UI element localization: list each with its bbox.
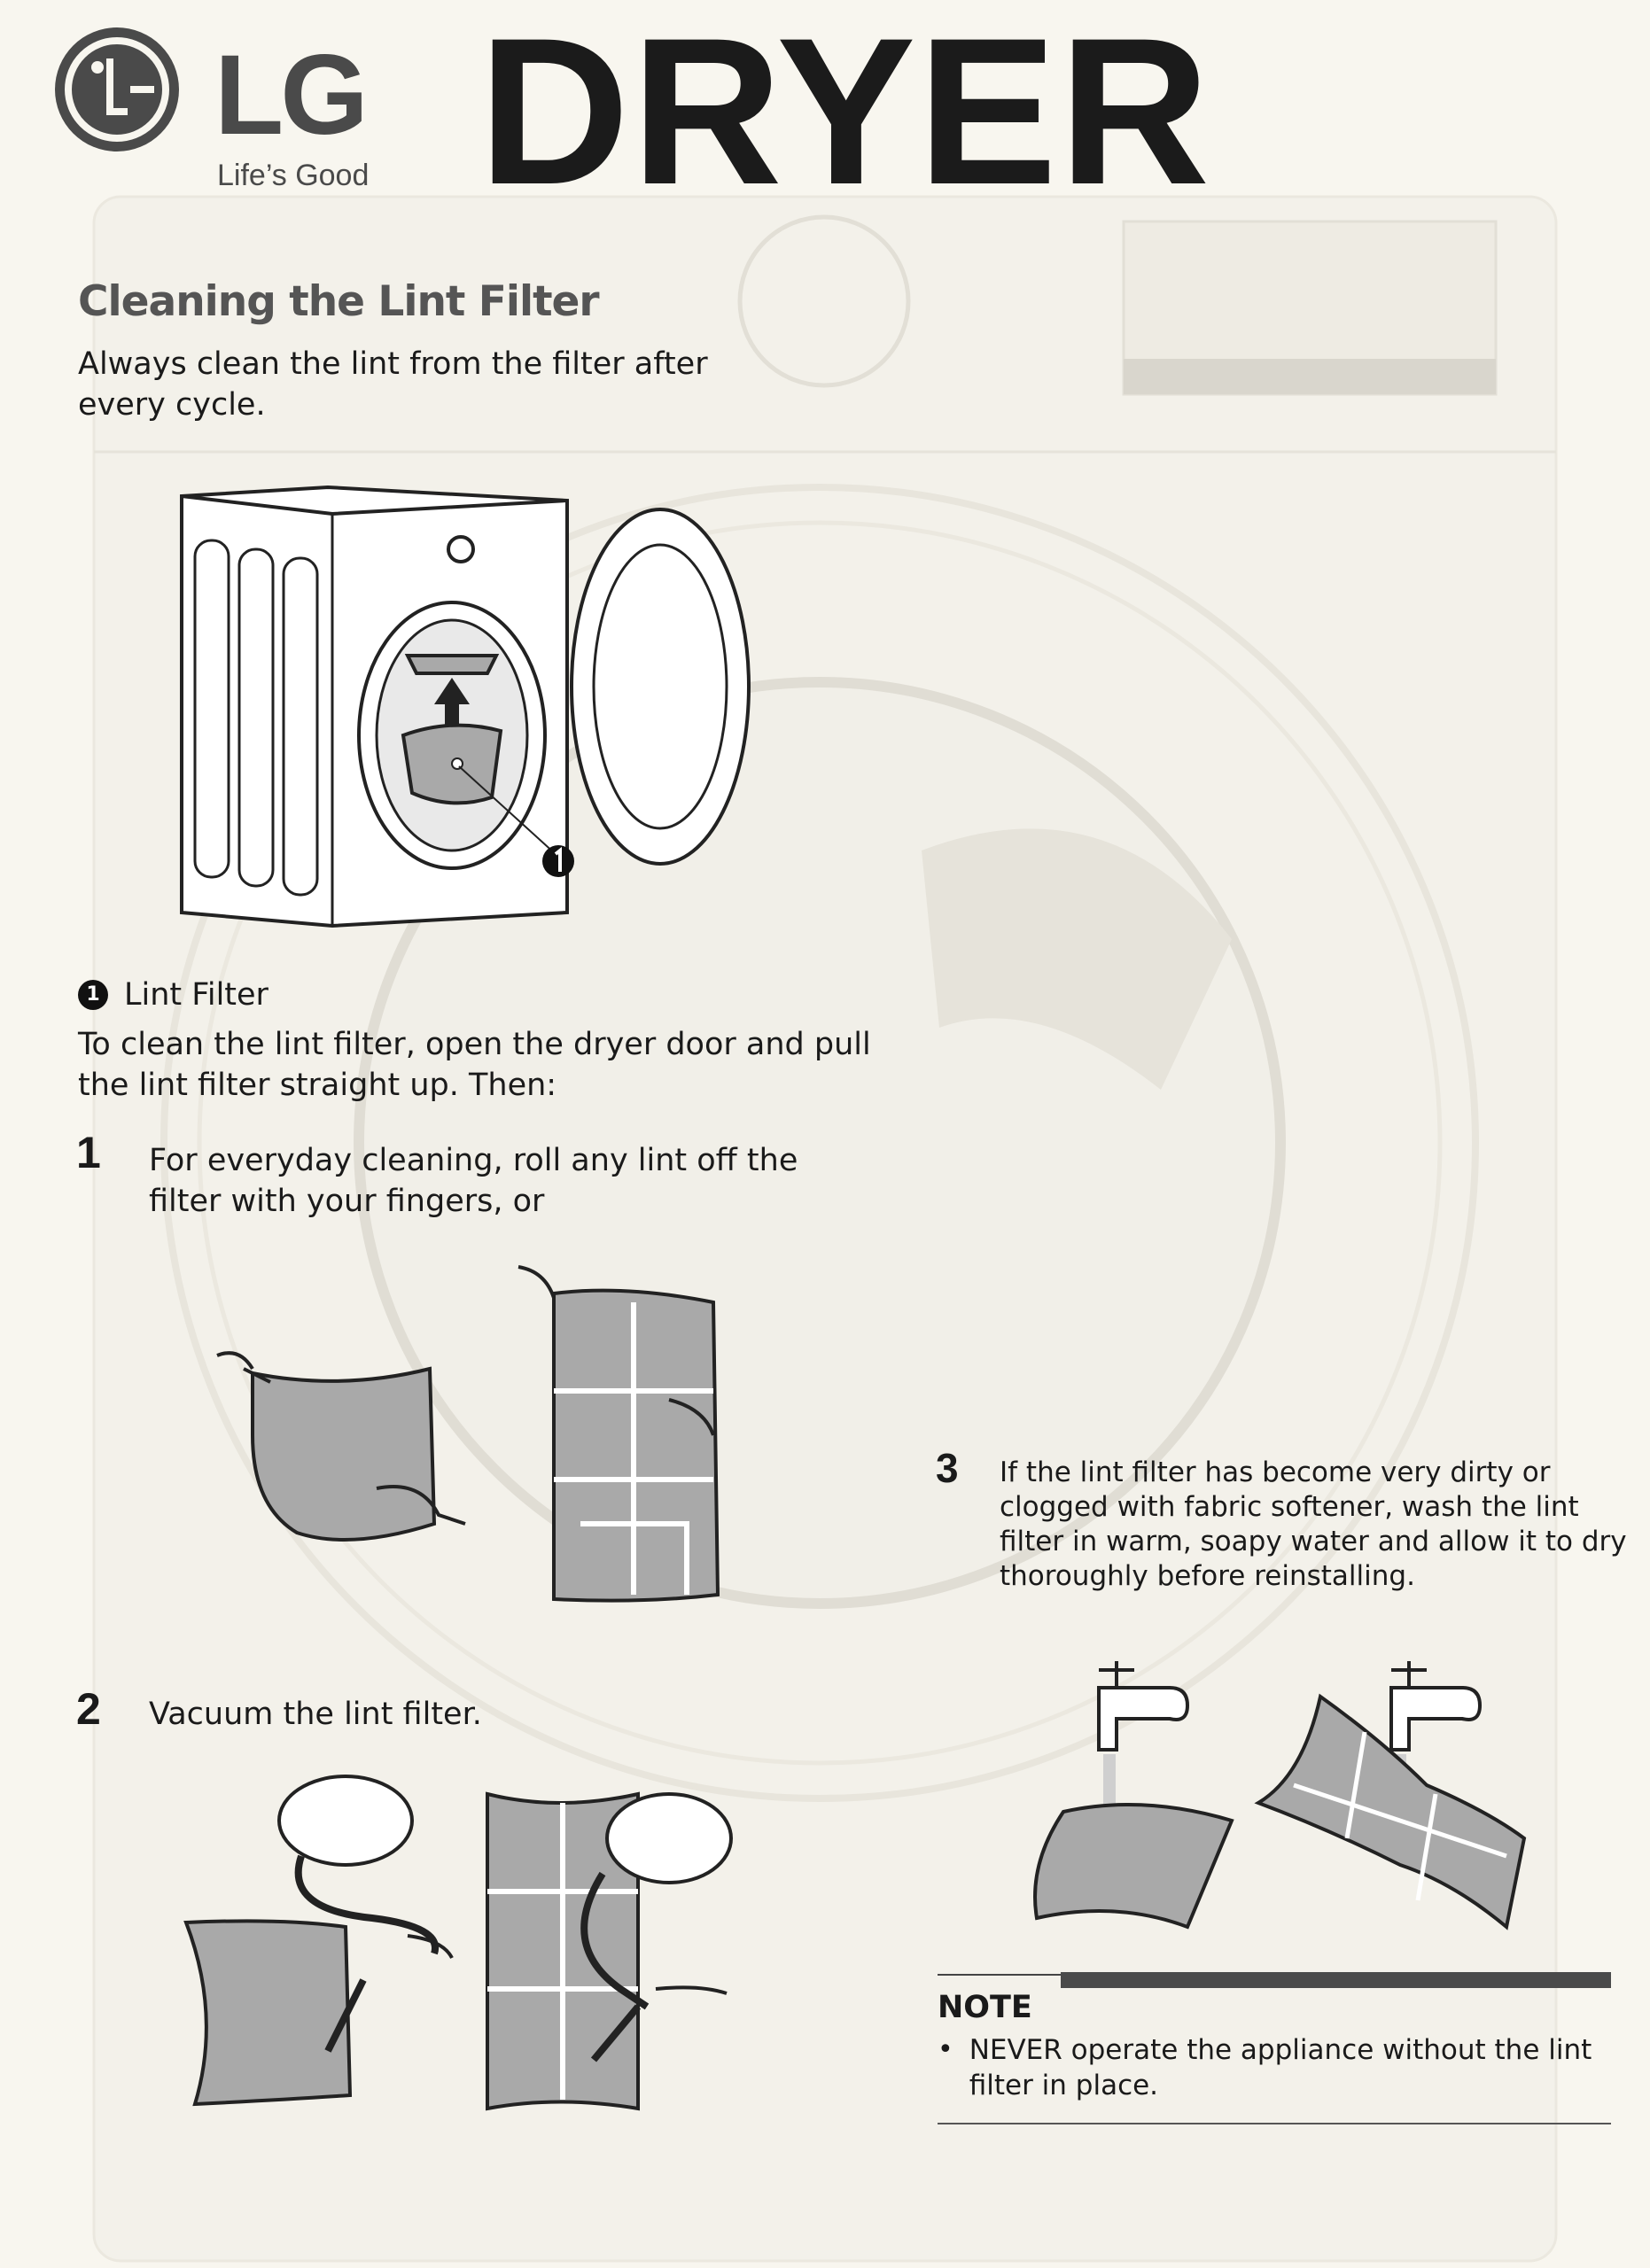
bullet-icon: • [938,2034,953,2065]
vacuum-icon [277,1775,414,1867]
faucet-icon [1389,1661,1483,1751]
note-header-bar [1061,1972,1611,1988]
step-1-text: For everyday cleaning, roll any lint off… [149,1143,798,1219]
step-3-illustration [1033,1661,1527,1930]
instructions-text: To clean the lint filter, open the dryer… [78,1027,871,1103]
faucet-icon [1097,1661,1190,1751]
intro-text: Always clean the lint from the filter af… [78,346,708,423]
step-1-illustration [216,1265,720,1603]
callout-number-badge: 1 [78,980,108,1010]
vacuum-icon [605,1792,733,1884]
note-item-text: NEVER operate the appliance without the … [969,2034,1592,2101]
step-2-number: 2 [76,1684,101,1734]
note-item: • NEVER operate the appliance without th… [938,2032,1611,2103]
step-1-number: 1 [76,1128,101,1177]
dryer-open-door-illustration [180,485,751,928]
step-2-text: Vacuum the lint filter. [149,1697,482,1732]
lg-face-icon [65,37,169,142]
note-divider-bottom [938,2123,1611,2124]
section-heading: Cleaning the Lint Filter [78,277,600,326]
step-3-text: If the lint filter has become very dirty… [1000,1456,1627,1592]
note-title: NOTE [938,1990,1032,2025]
brand-tagline: Life’s Good [217,159,370,192]
step-3-number: 3 [936,1445,959,1491]
step-2-illustration [183,1775,733,2111]
lg-logo [55,27,179,151]
callout-legend: 1 Lint Filter [78,975,269,1015]
callout-label: Lint Filter [124,977,269,1013]
page-title: DRYER [479,0,1212,229]
brand-name: LG [214,32,369,159]
callout-marker-digit [554,846,562,872]
